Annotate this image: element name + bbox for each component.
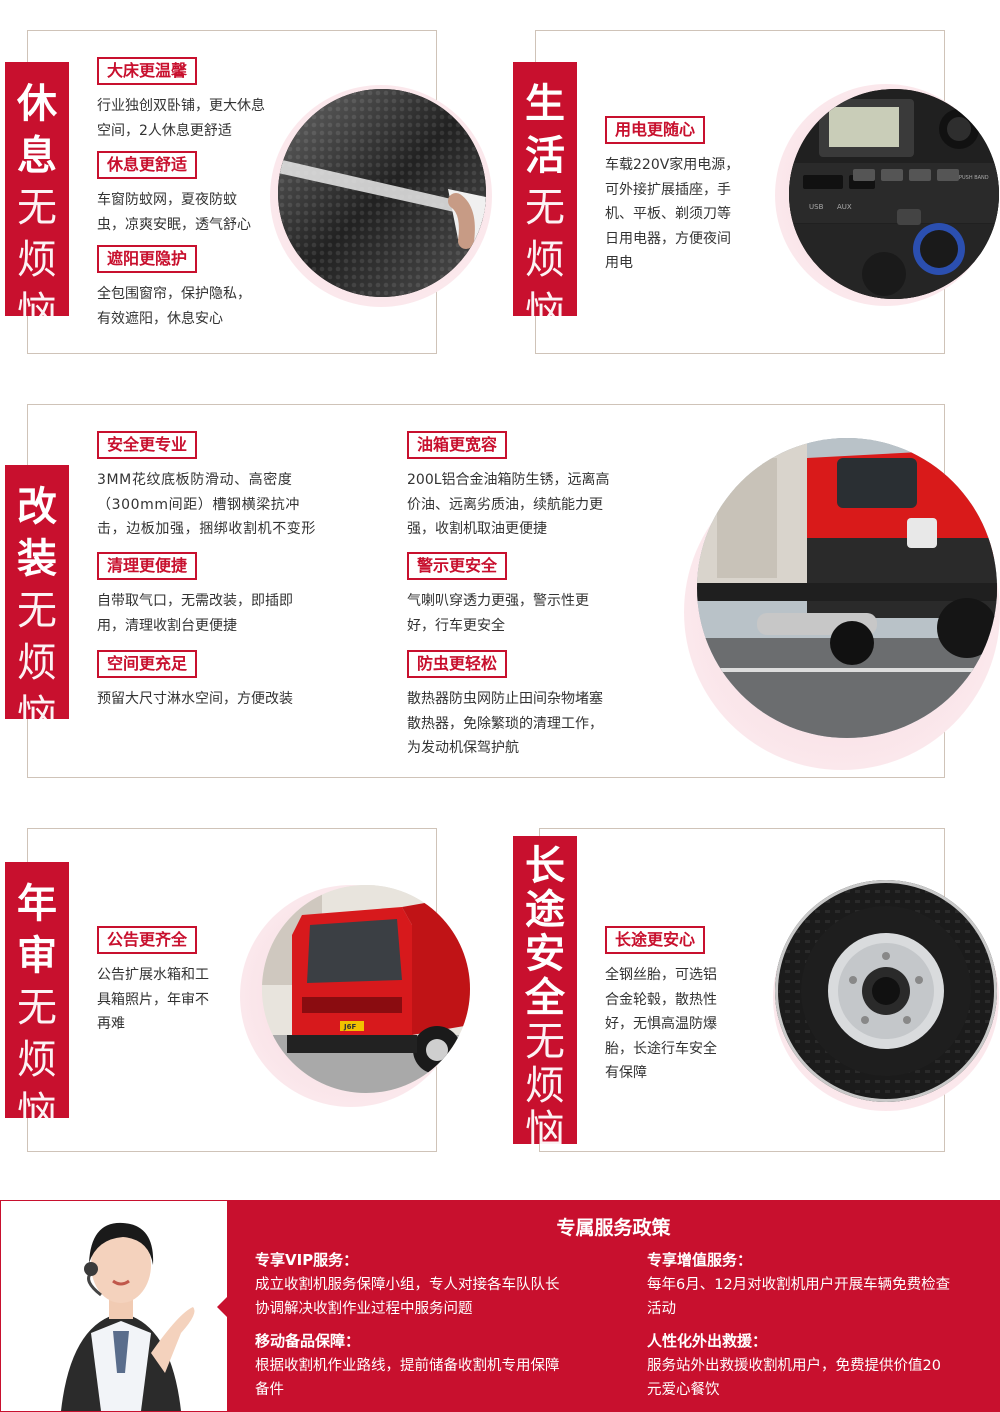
text-warning: 气喇叭穿透力更强，警示性更好，行车更安全 bbox=[407, 593, 589, 634]
text-power: 车载220V家用电源，可外接扩展插座，手机、平板、剃须刀等日用电器，方便夜间用电 bbox=[605, 157, 740, 271]
tag-clean: 清理更便捷 bbox=[97, 552, 198, 580]
service-agent-illustration bbox=[31, 1203, 211, 1411]
service-rescue-heading: 人性化外出救援： bbox=[647, 1332, 768, 1350]
service-value-text: 每年6月、12月对收割机用户开展车辆免费检查活动 bbox=[647, 1277, 951, 1317]
text-notice: 公告扩展水箱和工具箱照片，年审不再难 bbox=[97, 967, 209, 1032]
truck-chassis-image bbox=[697, 438, 997, 738]
service-parts-text: 根据收割机作业路线，提前储备收割机专用保障备件 bbox=[255, 1358, 560, 1398]
section-inspect-label: 年 审 无 烦 恼 bbox=[5, 862, 69, 1135]
chassis-photo bbox=[697, 438, 997, 738]
customer-service-agent-icon bbox=[31, 1203, 211, 1411]
service-title: 专属服务政策 bbox=[556, 1217, 671, 1239]
section-rest-label: 休 息 无 烦 恼 bbox=[5, 62, 69, 335]
text-clean: 自带取气口，无需改装，即插即用，清理收割台更便捷 bbox=[97, 593, 293, 634]
text-bed: 行业独创双卧铺，更大休息空间，2人休息更舒适 bbox=[97, 98, 265, 139]
bed-photo bbox=[278, 89, 486, 297]
push-band-label: PUSH BAND bbox=[959, 175, 989, 181]
service-panel: 专属服务政策 专享VIP服务： 成立收割机服务保障小组，专人对接各车队队长协调解… bbox=[217, 1201, 1000, 1411]
tag-rest: 休息更舒适 bbox=[97, 151, 198, 179]
text-insect: 散热器防虫网防止田间杂物堵塞散热器，免除繁琐的清理工作，为发动机保驾护航 bbox=[407, 691, 603, 756]
section-modify-label: 改 装 无 烦 恼 bbox=[5, 465, 69, 738]
tag-insect: 防虫更轻松 bbox=[407, 650, 508, 678]
tire-photo bbox=[775, 880, 997, 1102]
text-tank: 200L铝合金油箱防生锈，远离高价油、远离劣质油，续航能力更强，收割机取油更便捷 bbox=[407, 472, 610, 537]
tire-wheel-image bbox=[775, 880, 997, 1102]
service-value-heading: 专享增值服务： bbox=[647, 1251, 753, 1269]
red-truck-image: J6F bbox=[262, 885, 470, 1093]
bed-mattress-image bbox=[278, 89, 486, 297]
service-vip-heading: 专享VIP服务： bbox=[255, 1251, 359, 1269]
tag-shade: 遮阳更隐护 bbox=[97, 245, 198, 273]
text-shade: 全包围窗帘，保护隐私，有效遮阳，休息安心 bbox=[97, 286, 251, 327]
service-vip-text: 成立收割机服务保障小组，专人对接各车队队长协调解决收割作业过程中服务问题 bbox=[255, 1277, 560, 1317]
tag-bed: 大床更温馨 bbox=[97, 57, 198, 85]
tag-longhaul: 长途更安心 bbox=[605, 926, 706, 954]
aux-label: AUX bbox=[837, 203, 852, 211]
tag-power: 用电更随心 bbox=[605, 116, 706, 144]
service-bar: 专属服务政策 专享VIP服务： 成立收割机服务保障小组，专人对接各车队队长协调解… bbox=[0, 1200, 1000, 1412]
text-safety: 3MM花纹底板防滑动、高密度（300mm间距）槽钢横梁抗冲击，边板加强，捆绑收割… bbox=[97, 472, 316, 537]
tag-space: 空间更充足 bbox=[97, 650, 198, 678]
truck-badge: J6F bbox=[343, 1023, 356, 1031]
text-rest: 车窗防蚊网，夏夜防蚊虫，凉爽安眠，透气舒心 bbox=[97, 192, 251, 233]
tag-notice: 公告更齐全 bbox=[97, 926, 198, 954]
dashboard-console-image: USB AUX PUSH BAND bbox=[789, 89, 999, 299]
tag-warning: 警示更安全 bbox=[407, 552, 508, 580]
text-space: 预留大尺寸淋水空间，方便改装 bbox=[97, 691, 293, 707]
tag-tank: 油箱更宽容 bbox=[407, 431, 508, 459]
section-longhaul-label: 长 途 安 全 无 烦 恼 bbox=[513, 836, 577, 1152]
section-life-label: 生 活 无 烦 恼 bbox=[513, 62, 577, 335]
tag-safety: 安全更专业 bbox=[97, 431, 198, 459]
usb-label: USB bbox=[809, 203, 824, 211]
truck-photo: J6F bbox=[262, 885, 470, 1093]
service-parts-heading: 移动备品保障： bbox=[255, 1332, 361, 1350]
console-photo: USB AUX PUSH BAND bbox=[789, 89, 999, 299]
text-longhaul: 全钢丝胎，可选铝合金轮毂，散热性好，无惧高温防爆胎，长途行车安全有保障 bbox=[605, 967, 717, 1081]
